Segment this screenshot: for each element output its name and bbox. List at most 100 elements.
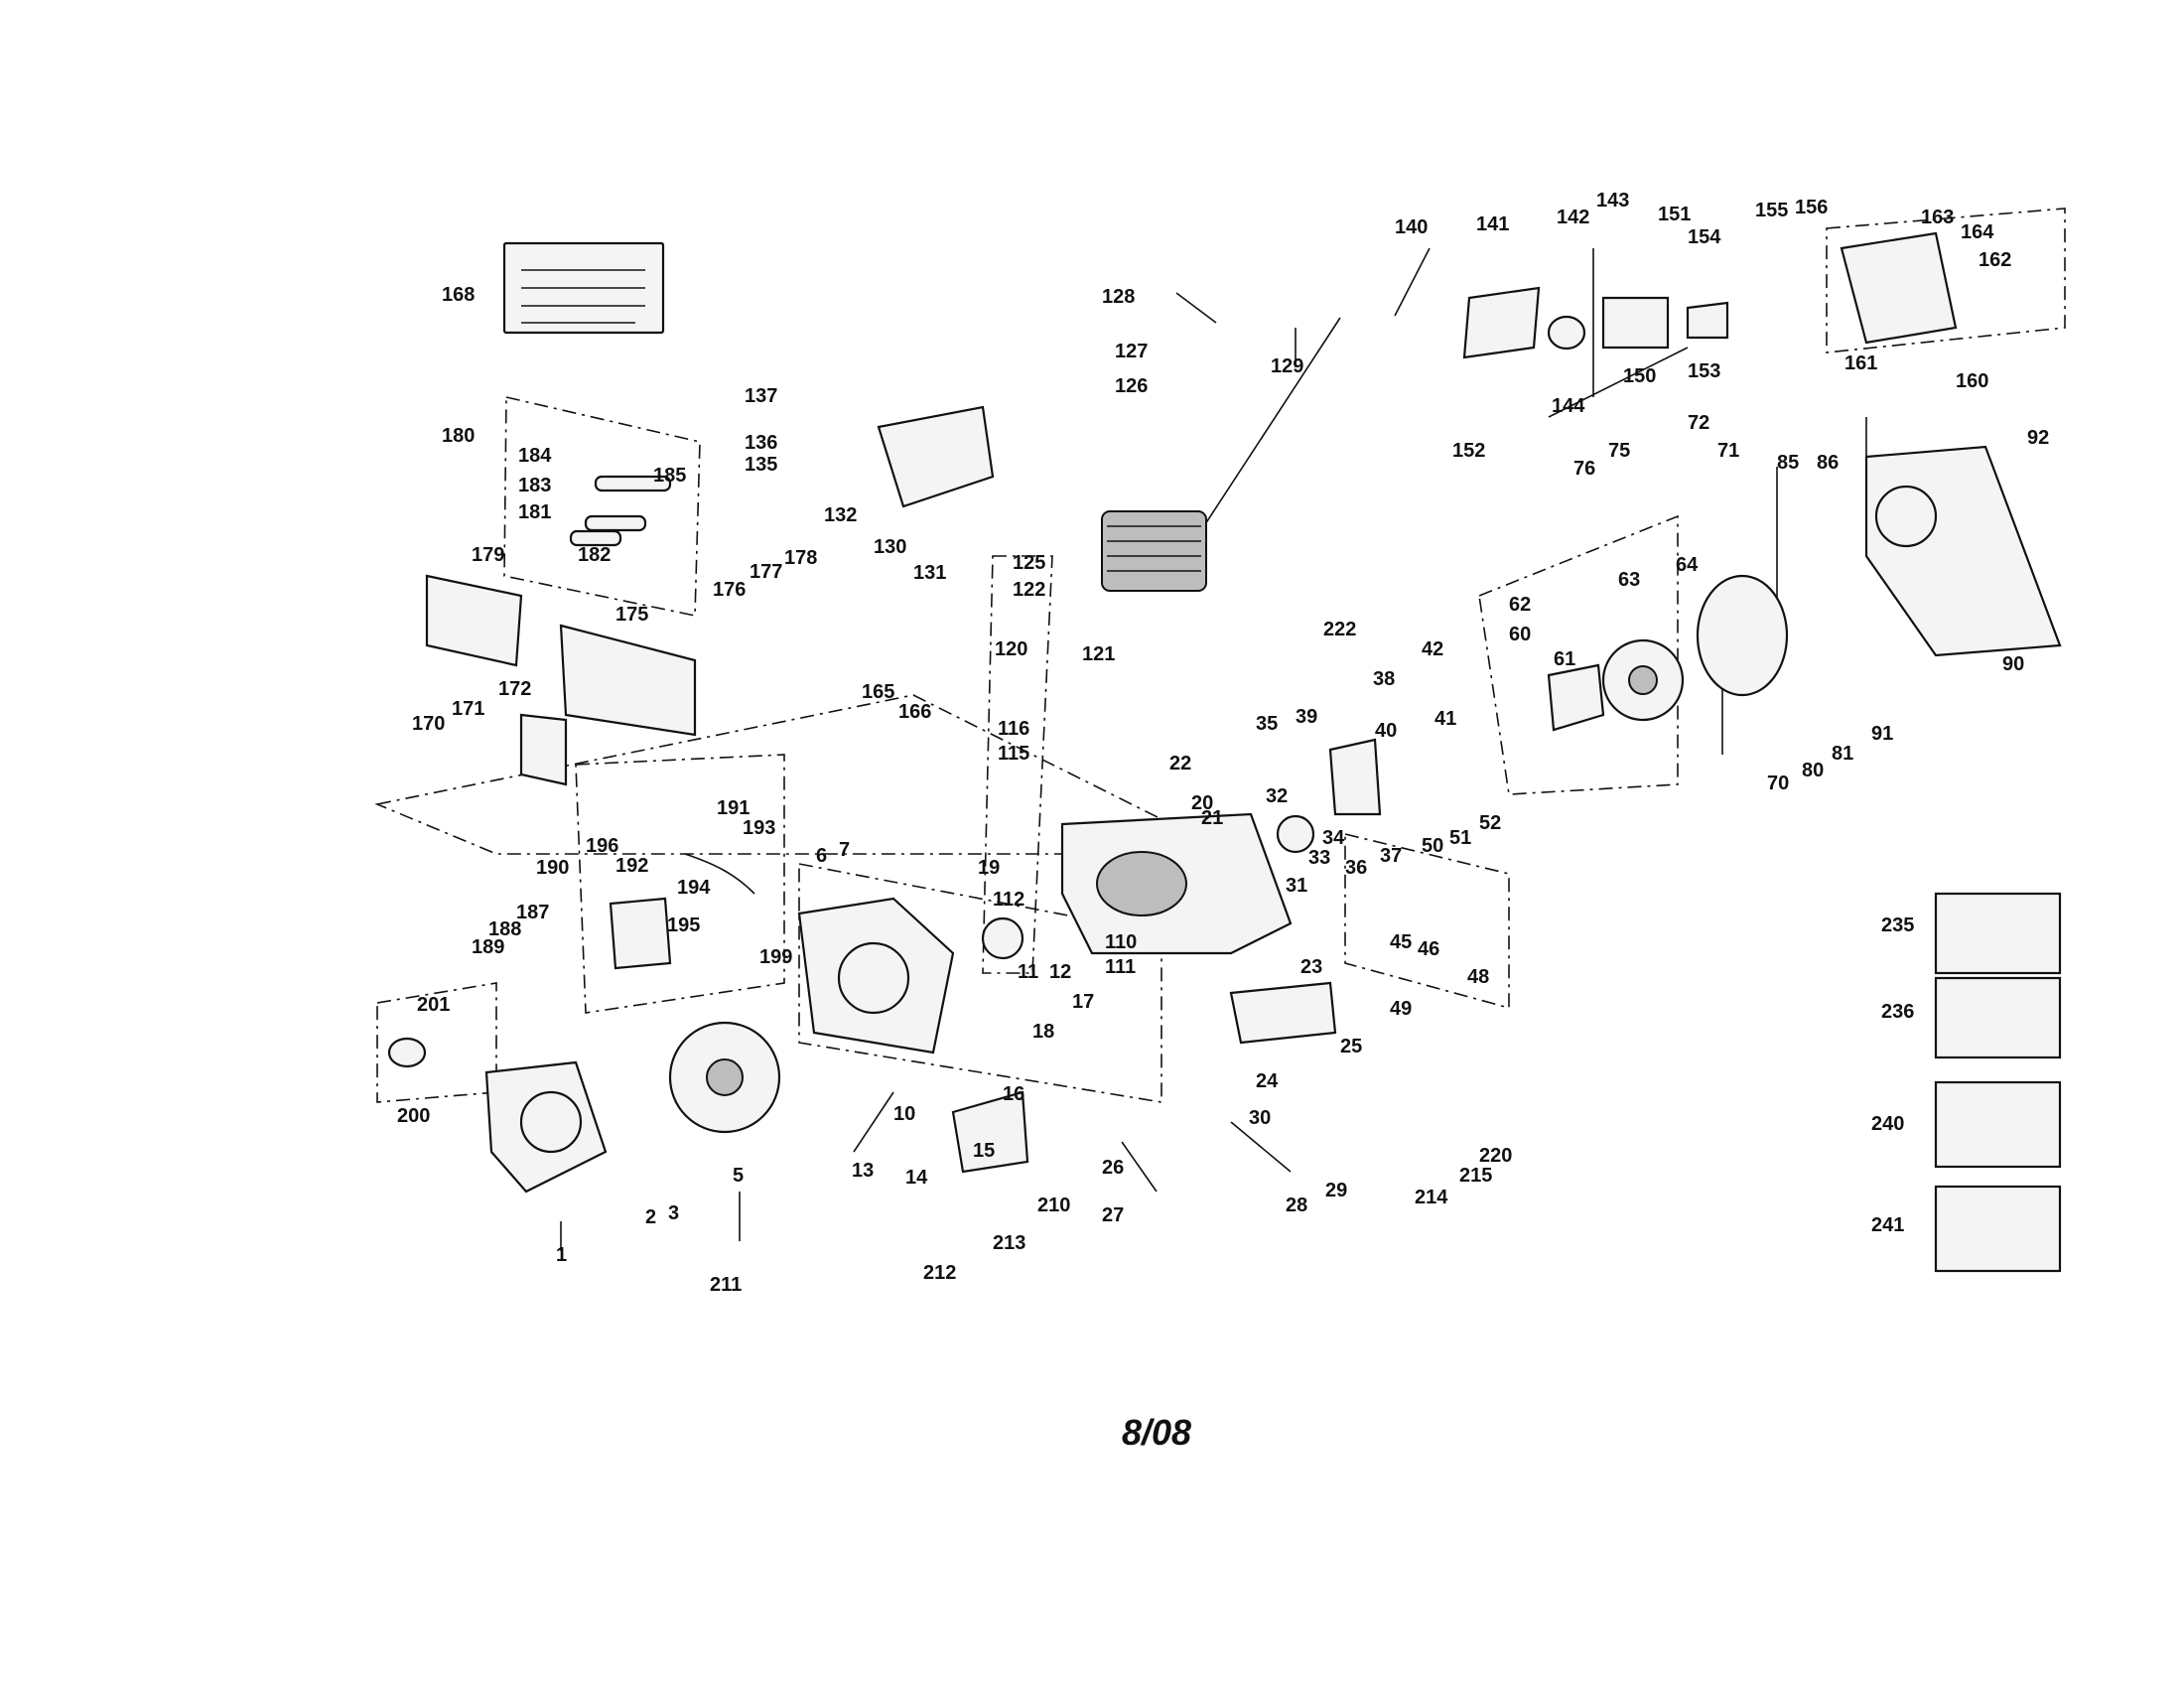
footer-date: 8/08 (1122, 1412, 1191, 1453)
part-label-120: 120 (995, 638, 1027, 660)
part-label-194: 194 (677, 877, 711, 899)
part-label-163: 163 (1921, 207, 1954, 228)
part-label-63: 63 (1618, 569, 1640, 591)
decal-235 (1934, 892, 2062, 975)
part-label-22: 22 (1169, 753, 1191, 774)
part-label-92: 92 (2027, 427, 2049, 449)
intake-153 (1686, 301, 1729, 340)
part-label-20: 20 (1191, 792, 1213, 814)
part-label-110: 110 (1105, 931, 1137, 953)
part-label-141: 141 (1476, 213, 1509, 235)
part-label-18: 18 (1032, 1021, 1054, 1043)
part-label-177: 177 (750, 561, 782, 583)
part-label-62: 62 (1509, 594, 1531, 616)
part-label-136: 136 (745, 432, 777, 454)
part-label-161: 161 (1844, 352, 1877, 374)
part-label-11: 11 (1018, 961, 1038, 983)
part-label-135: 135 (745, 454, 777, 476)
part-label-196: 196 (586, 835, 618, 857)
cover-boss (1874, 485, 1938, 548)
part-label-236: 236 (1881, 1001, 1914, 1023)
part-label-191: 191 (717, 797, 750, 819)
part-label-61: 61 (1554, 648, 1575, 670)
oil-pump-36 (1328, 738, 1382, 816)
handle-24 (1229, 981, 1337, 1045)
part-label-166: 166 (898, 701, 931, 723)
part-label-75: 75 (1608, 440, 1630, 462)
part-label-162: 162 (1979, 249, 2011, 271)
crankcase-left-bore (837, 941, 910, 1015)
part-label-137: 137 (745, 385, 777, 407)
part-label-184: 184 (518, 445, 552, 467)
part-label-183: 183 (518, 475, 551, 496)
part-label-144: 144 (1552, 395, 1585, 417)
part-label-201: 201 (417, 994, 450, 1016)
bearing-11 (981, 916, 1024, 960)
part-label-125: 125 (1013, 552, 1045, 574)
part-label-71: 71 (1717, 440, 1739, 462)
part-label-80: 80 (1802, 760, 1824, 781)
part-label-164: 164 (1961, 221, 1994, 243)
part-label-39: 39 (1296, 706, 1317, 728)
part-label-132: 132 (824, 504, 857, 526)
part-label-2: 2 (645, 1206, 656, 1228)
part-label-3: 3 (668, 1202, 679, 1224)
part-label-189: 189 (472, 936, 504, 958)
part-label-60: 60 (1509, 624, 1531, 645)
part-label-12: 12 (1049, 961, 1071, 983)
part-label-1: 1 (556, 1244, 567, 1266)
part-label-150: 150 (1623, 365, 1656, 387)
part-label-16: 16 (1003, 1083, 1024, 1105)
part-label-193: 193 (743, 817, 775, 839)
part-label-215: 215 (1459, 1165, 1492, 1187)
decal-168-lines (521, 269, 645, 324)
part-label-129: 129 (1271, 355, 1303, 377)
part-label-34: 34 (1322, 827, 1345, 849)
part-label-121: 121 (1082, 643, 1115, 665)
part-label-220: 220 (1479, 1145, 1512, 1167)
part-label-33: 33 (1308, 847, 1330, 869)
part-label-112: 112 (993, 889, 1024, 911)
bar-cover-179 (425, 574, 523, 667)
part-label-126: 126 (1115, 375, 1148, 397)
part-label-210: 210 (1037, 1195, 1070, 1216)
part-label-45: 45 (1390, 931, 1412, 953)
cylinder-120 (1101, 510, 1207, 592)
part-label-175: 175 (615, 604, 648, 626)
flywheel-hub (706, 1058, 744, 1096)
frame-190-ignition (575, 754, 785, 1014)
cylinder-fins (1107, 525, 1201, 572)
part-label-25: 25 (1340, 1036, 1362, 1057)
part-label-14: 14 (905, 1167, 928, 1189)
part-label-5: 5 (733, 1165, 744, 1187)
part-label-116: 116 (998, 718, 1029, 740)
part-label-36: 36 (1345, 857, 1367, 879)
part-label-7: 7 (839, 839, 850, 861)
part-label-151: 151 (1658, 204, 1691, 225)
part-label-170: 170 (412, 713, 445, 735)
part-label-91: 91 (1871, 723, 1893, 745)
part-label-51: 51 (1449, 827, 1471, 849)
part-label-200: 200 (397, 1105, 430, 1127)
part-label-30: 30 (1249, 1107, 1271, 1129)
part-label-38: 38 (1373, 668, 1395, 690)
part-label-72: 72 (1688, 412, 1709, 434)
part-label-13: 13 (852, 1160, 874, 1182)
frame-180-chain-kit (503, 395, 701, 617)
part-label-41: 41 (1434, 708, 1456, 730)
part-label-32: 32 (1266, 785, 1288, 807)
part-label-21: 21 (1201, 807, 1223, 829)
decal-241 (1934, 1185, 2062, 1273)
bearing-34 (1276, 814, 1315, 854)
part-label-50: 50 (1422, 835, 1443, 857)
frame-120-cylinder-line (982, 555, 1053, 974)
part-label-28: 28 (1286, 1195, 1307, 1216)
part-label-140: 140 (1395, 216, 1428, 238)
part-label-40: 40 (1375, 720, 1397, 742)
part-label-10: 10 (893, 1103, 915, 1125)
part-label-19: 19 (978, 857, 1000, 879)
part-label-171: 171 (452, 698, 484, 720)
part-label-49: 49 (1390, 998, 1412, 1020)
part-label-190: 190 (536, 857, 569, 879)
part-label-76: 76 (1573, 458, 1595, 480)
